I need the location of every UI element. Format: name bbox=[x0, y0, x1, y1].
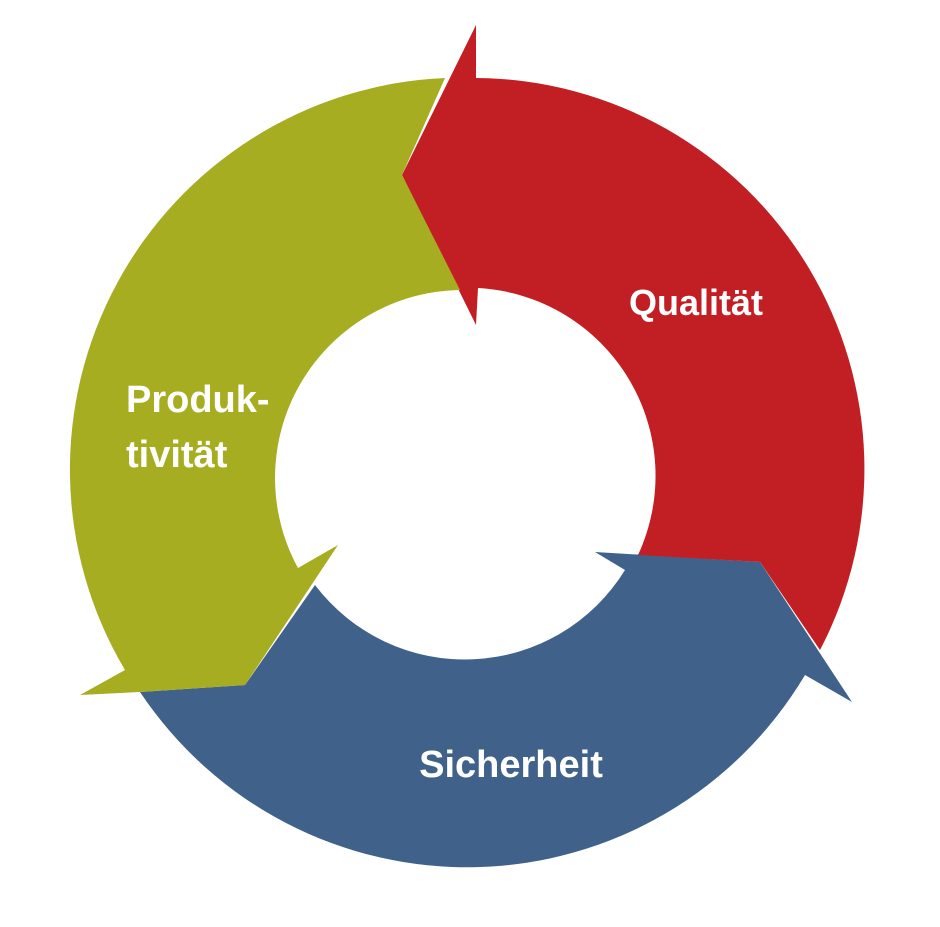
label-productivity-line1: Produk- bbox=[126, 379, 270, 421]
segment-quality bbox=[402, 25, 865, 650]
label-safety: Sicherheit bbox=[419, 744, 603, 786]
segment-safety bbox=[140, 552, 852, 868]
label-productivity-line2: tivität bbox=[126, 434, 228, 476]
segment-productivity bbox=[69, 78, 460, 695]
label-quality: Qualität bbox=[629, 282, 763, 323]
